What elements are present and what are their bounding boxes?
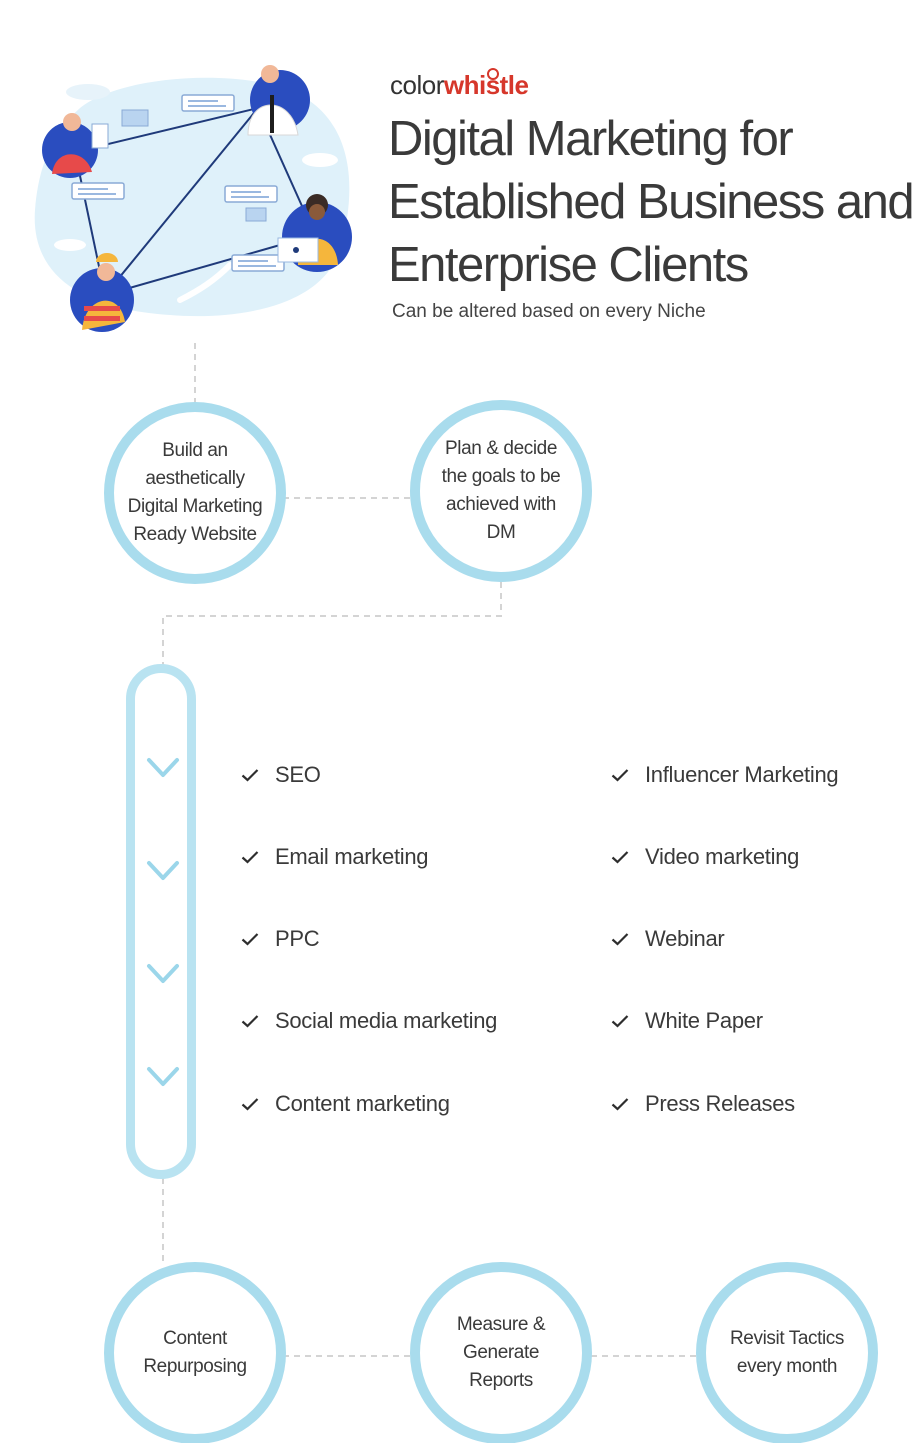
whistle-icon (487, 68, 499, 80)
check-icon (241, 1015, 259, 1028)
check-icon (241, 769, 259, 782)
step-label: Measure & Generate Reports (456, 1314, 546, 1391)
list-item-label: Video marketing (645, 844, 800, 869)
list-item: Press Releases (611, 1091, 795, 1117)
check-icon (611, 769, 629, 782)
brand-logo-part1: color (390, 70, 444, 100)
page-title-line2: Established Business and (388, 175, 915, 229)
check-icon (241, 933, 259, 946)
list-item-label: Influencer Marketing (645, 762, 839, 787)
list-item: Content marketing (241, 1091, 450, 1117)
list-item-label: Email marketing (275, 844, 429, 869)
chevron-down-icon (147, 964, 179, 983)
check-icon (611, 1098, 629, 1111)
list-item: Social media marketing (241, 1008, 497, 1034)
step-build-website: Build an aesthetically Digital Marketing… (104, 402, 286, 584)
list-item-label: PPC (275, 926, 320, 951)
page-title-line1: Digital Marketing for (388, 112, 794, 166)
list-item: SEO (241, 762, 321, 788)
step-label: Build an aesthetically Digital Marketing… (127, 440, 263, 545)
list-item: White Paper (611, 1008, 763, 1034)
check-icon (611, 1015, 629, 1028)
team-network-illustration (34, 65, 352, 332)
step-measure-reports: Measure & Generate Reports (410, 1262, 592, 1443)
check-icon (611, 933, 629, 946)
list-item: PPC (241, 926, 320, 952)
chevron-down-icon (147, 861, 179, 880)
list-item: Webinar (611, 926, 725, 952)
list-item-label: Webinar (645, 926, 725, 951)
list-item-label: Content marketing (275, 1091, 450, 1116)
brand-logo: colorwhistle (390, 70, 529, 101)
step-revisit-tactics: Revisit Tactics every month (696, 1262, 878, 1443)
check-icon (241, 851, 259, 864)
progress-track (126, 664, 196, 1179)
step-label: Revisit Tactics every month (729, 1328, 844, 1377)
list-item-label: Social media marketing (275, 1008, 498, 1033)
list-item-label: White Paper (645, 1008, 763, 1033)
page-subtitle: Can be altered based on every Niche (392, 301, 706, 322)
list-item: Video marketing (611, 844, 799, 870)
chevron-down-icon (147, 758, 179, 777)
page-title-line3: Enterprise Clients (388, 238, 749, 292)
list-item: Email marketing (241, 844, 429, 870)
brand-logo-part2: whistle (443, 70, 529, 100)
step-plan-goals: Plan & decide the goals to be achieved w… (410, 400, 592, 582)
step-label: Content Repurposing (143, 1328, 247, 1377)
list-item-label: Press Releases (645, 1091, 795, 1116)
step-content-repurposing: Content Repurposing (104, 1262, 286, 1443)
step-label: Plan & decide the goals to be achieved w… (441, 438, 561, 543)
list-item-label: SEO (275, 762, 321, 787)
page-title: Digital Marketing for Established Busine… (388, 108, 918, 297)
list-item: Influencer Marketing (611, 762, 839, 788)
check-icon (241, 1098, 259, 1111)
chevron-down-icon (147, 1067, 179, 1086)
check-icon (611, 851, 629, 864)
